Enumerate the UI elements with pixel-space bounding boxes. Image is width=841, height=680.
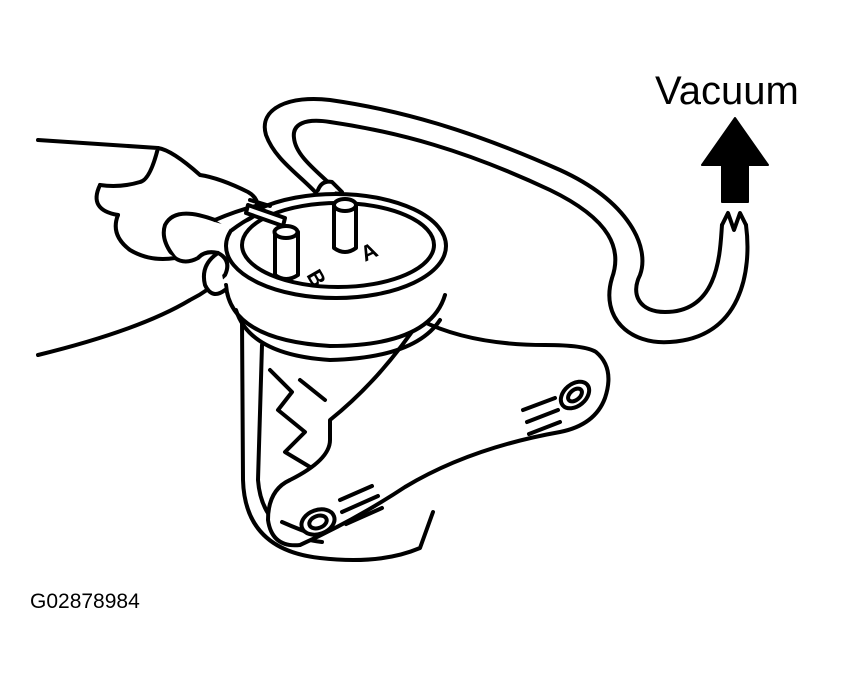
vacuum-label: Vacuum [655,69,799,113]
vacuum-hose [262,97,750,345]
test-tube-stub [244,203,287,228]
figure-code: G02878984 [30,590,140,613]
hand [36,138,272,357]
port-a-nipple [332,197,358,254]
port-b-nipple [272,224,300,281]
mounting-bracket [266,318,611,548]
vacuum-arrow-icon [701,117,769,203]
hose-fitting [316,179,344,194]
